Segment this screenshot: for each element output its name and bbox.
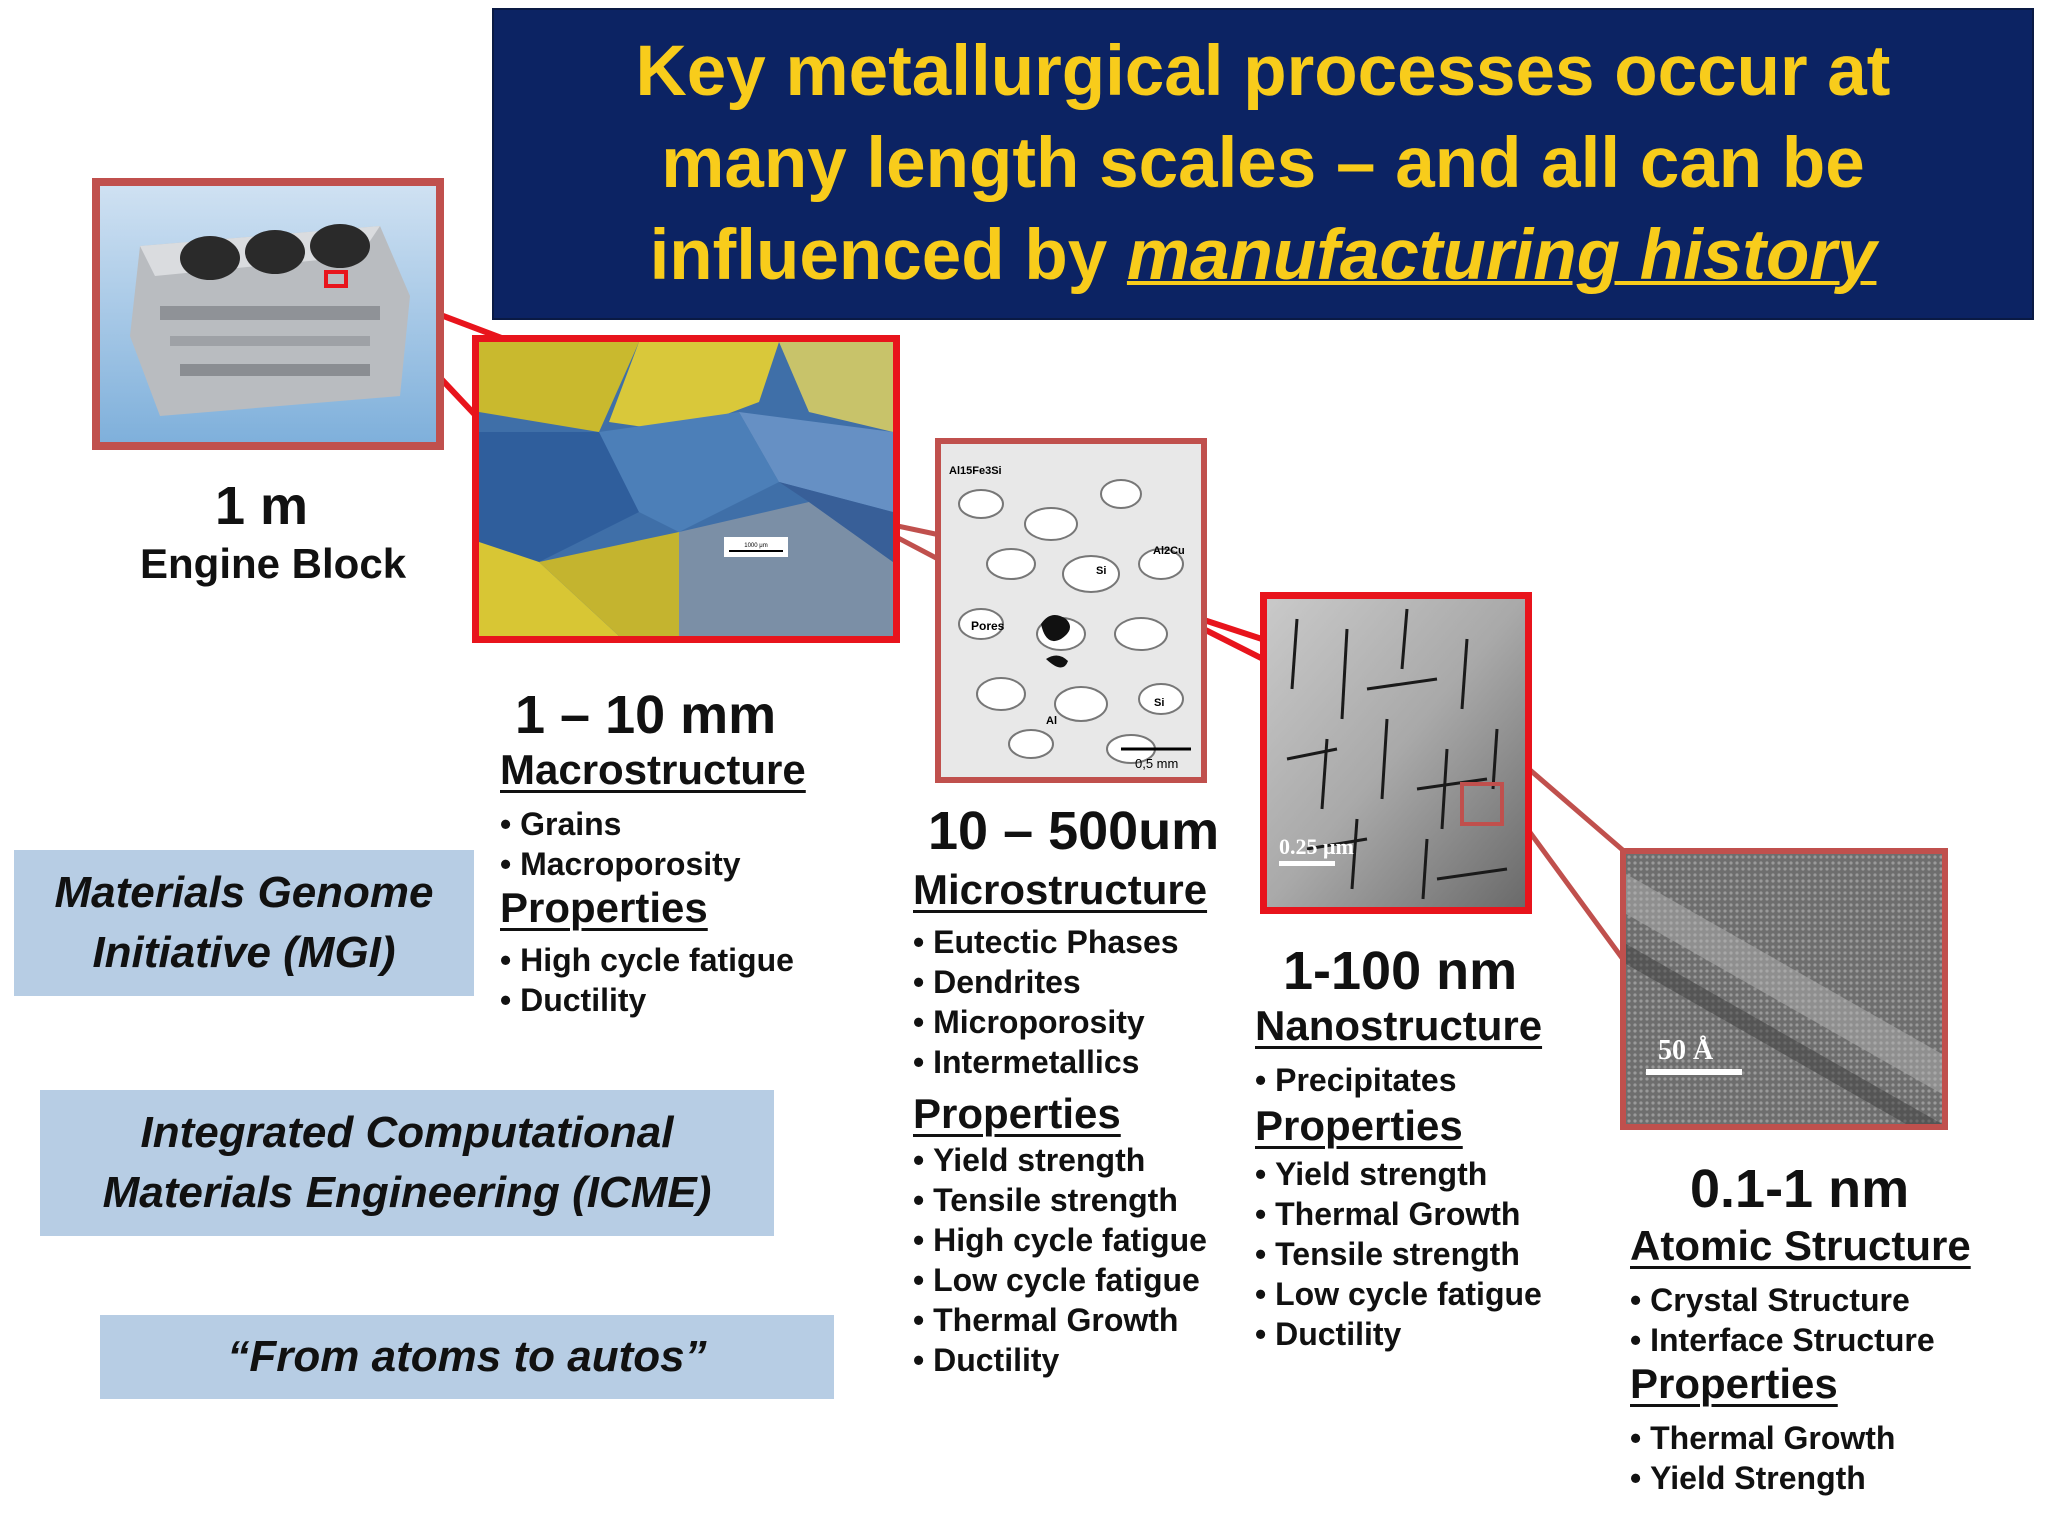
micro-heading: Microstructure	[913, 866, 1208, 913]
macro-properties-heading: Properties	[500, 884, 708, 931]
title-line-1: Key metallurgical processes occur at	[635, 32, 1891, 111]
engine-label: Engine Block	[140, 540, 407, 587]
microstructure-image: Al15Fe3Si Al2Cu Si Pores Al Si 0,5 mm	[935, 438, 1207, 783]
list-item: Ductility	[500, 980, 794, 1020]
list-item: Thermal Growth	[1255, 1194, 1542, 1234]
list-item: Macroporosity	[500, 844, 740, 884]
list-item: Ductility	[1255, 1314, 1542, 1354]
title-line-3: influenced by manufacturing history	[650, 210, 1877, 302]
cylinder-bore	[180, 236, 240, 280]
micro-items: Eutectic Phases Dendrites Microporosity …	[913, 922, 1179, 1082]
macro-scale: 1 – 10 mm	[515, 685, 777, 745]
title-line-2: many length scales – and all can be	[661, 124, 1865, 203]
motto-callout: “From atoms to autos”	[100, 1315, 834, 1399]
label-si-top: Si	[1096, 565, 1106, 577]
macro-heading: Macrostructure	[500, 746, 806, 793]
atomic-properties-heading: Properties	[1630, 1360, 1838, 1407]
atomic-items: Crystal Structure Interface Structure	[1630, 1280, 1935, 1360]
zoom-region-marker	[324, 270, 348, 288]
title-emphasis: manufacturing history	[1126, 216, 1877, 295]
list-item: Yield strength	[1255, 1154, 1542, 1194]
micro-properties-heading: Properties	[913, 1090, 1121, 1137]
label-si-bottom: Si	[1154, 697, 1164, 709]
list-item: Microporosity	[913, 1002, 1179, 1042]
nano-scalebar	[1279, 861, 1335, 866]
list-item: Dendrites	[913, 962, 1179, 1002]
list-item: Yield strength	[913, 1140, 1207, 1180]
list-item: Thermal Growth	[913, 1300, 1207, 1340]
atomic-scale: 0.1-1 nm	[1690, 1159, 1910, 1219]
nanostructure-image: 0.25 μm	[1260, 592, 1532, 914]
macrostructure-image: 1000 μm	[472, 335, 900, 643]
label-al15fe3si: Al15Fe3Si	[949, 465, 1002, 477]
nano-properties-heading: Properties	[1255, 1102, 1463, 1149]
list-item: Grains	[500, 804, 741, 844]
label-al2cu: Al2Cu	[1153, 545, 1185, 557]
icme-line-2: Materials Engineering (ICME)	[102, 1168, 712, 1217]
micro-scalebar-label: 0,5 mm	[1135, 756, 1178, 771]
list-item: Low cycle fatigue	[913, 1260, 1207, 1300]
motto-text: “From atoms to autos”	[227, 1332, 707, 1381]
label-pores: Pores	[971, 619, 1005, 633]
cylinder-bore	[310, 224, 370, 268]
atomic-heading: Atomic Structure	[1630, 1222, 1971, 1269]
interface-band	[1626, 874, 1942, 1094]
precipitate-needles	[1286, 608, 1508, 900]
list-item: Tensile strength	[1255, 1234, 1542, 1274]
micro-properties: Yield strength Tensile strength High cyc…	[913, 1140, 1207, 1380]
macro-items: Grains Macroporosity	[500, 804, 741, 884]
list-item: Interface Structure	[1630, 1320, 1935, 1360]
icme-line-1: Integrated Computational	[140, 1108, 674, 1157]
nano-heading: Nanostructure	[1255, 1002, 1543, 1049]
atomic-scalebar	[1646, 1069, 1742, 1075]
list-item: High cycle fatigue	[500, 940, 794, 980]
mgi-line-1: Materials Genome	[54, 868, 434, 917]
list-item: Ductility	[913, 1340, 1207, 1380]
icme-callout: Integrated Computational Materials Engin…	[40, 1090, 774, 1236]
engine-scale: 1 m	[215, 476, 309, 536]
nano-scalebar-label: 0.25 μm	[1279, 834, 1354, 859]
list-item: Precipitates	[1255, 1060, 1456, 1100]
pore-region	[1041, 615, 1070, 642]
list-item: Tensile strength	[913, 1180, 1207, 1220]
list-item: Low cycle fatigue	[1255, 1274, 1542, 1314]
list-item: Thermal Growth	[1630, 1418, 1895, 1458]
list-item: Crystal Structure	[1630, 1280, 1935, 1320]
micro-scale: 10 – 500um	[928, 801, 1220, 861]
engine-block-image	[92, 178, 444, 450]
nano-properties: Yield strength Thermal Growth Tensile st…	[1255, 1154, 1542, 1354]
mgi-callout: Materials Genome Initiative (MGI)	[14, 850, 474, 996]
cylinder-bore	[245, 230, 305, 274]
title-line-3-prefix: influenced by	[649, 216, 1127, 295]
mgi-line-2: Initiative (MGI)	[92, 928, 396, 977]
list-item: High cycle fatigue	[913, 1220, 1207, 1260]
list-item: Intermetallics	[913, 1042, 1179, 1082]
title-banner: Key metallurgical processes occur at man…	[492, 8, 2034, 320]
nano-scale: 1-100 nm	[1283, 941, 1518, 1001]
list-item: Yield Strength	[1630, 1458, 1895, 1498]
list-item: Eutectic Phases	[913, 922, 1178, 962]
macro-scalebar-label: 1000 μm	[744, 543, 767, 549]
macro-properties: High cycle fatigue Ductility	[500, 940, 794, 1020]
atomic-properties: Thermal Growth Yield Strength	[1630, 1418, 1895, 1498]
atomic-scalebar-label: 50 Å	[1658, 1035, 1714, 1066]
zoom-region-marker	[1460, 782, 1504, 826]
nano-items: Precipitates	[1255, 1060, 1456, 1100]
atomic-structure-image: 50 Å	[1620, 848, 1948, 1130]
label-al: Al	[1046, 715, 1057, 727]
